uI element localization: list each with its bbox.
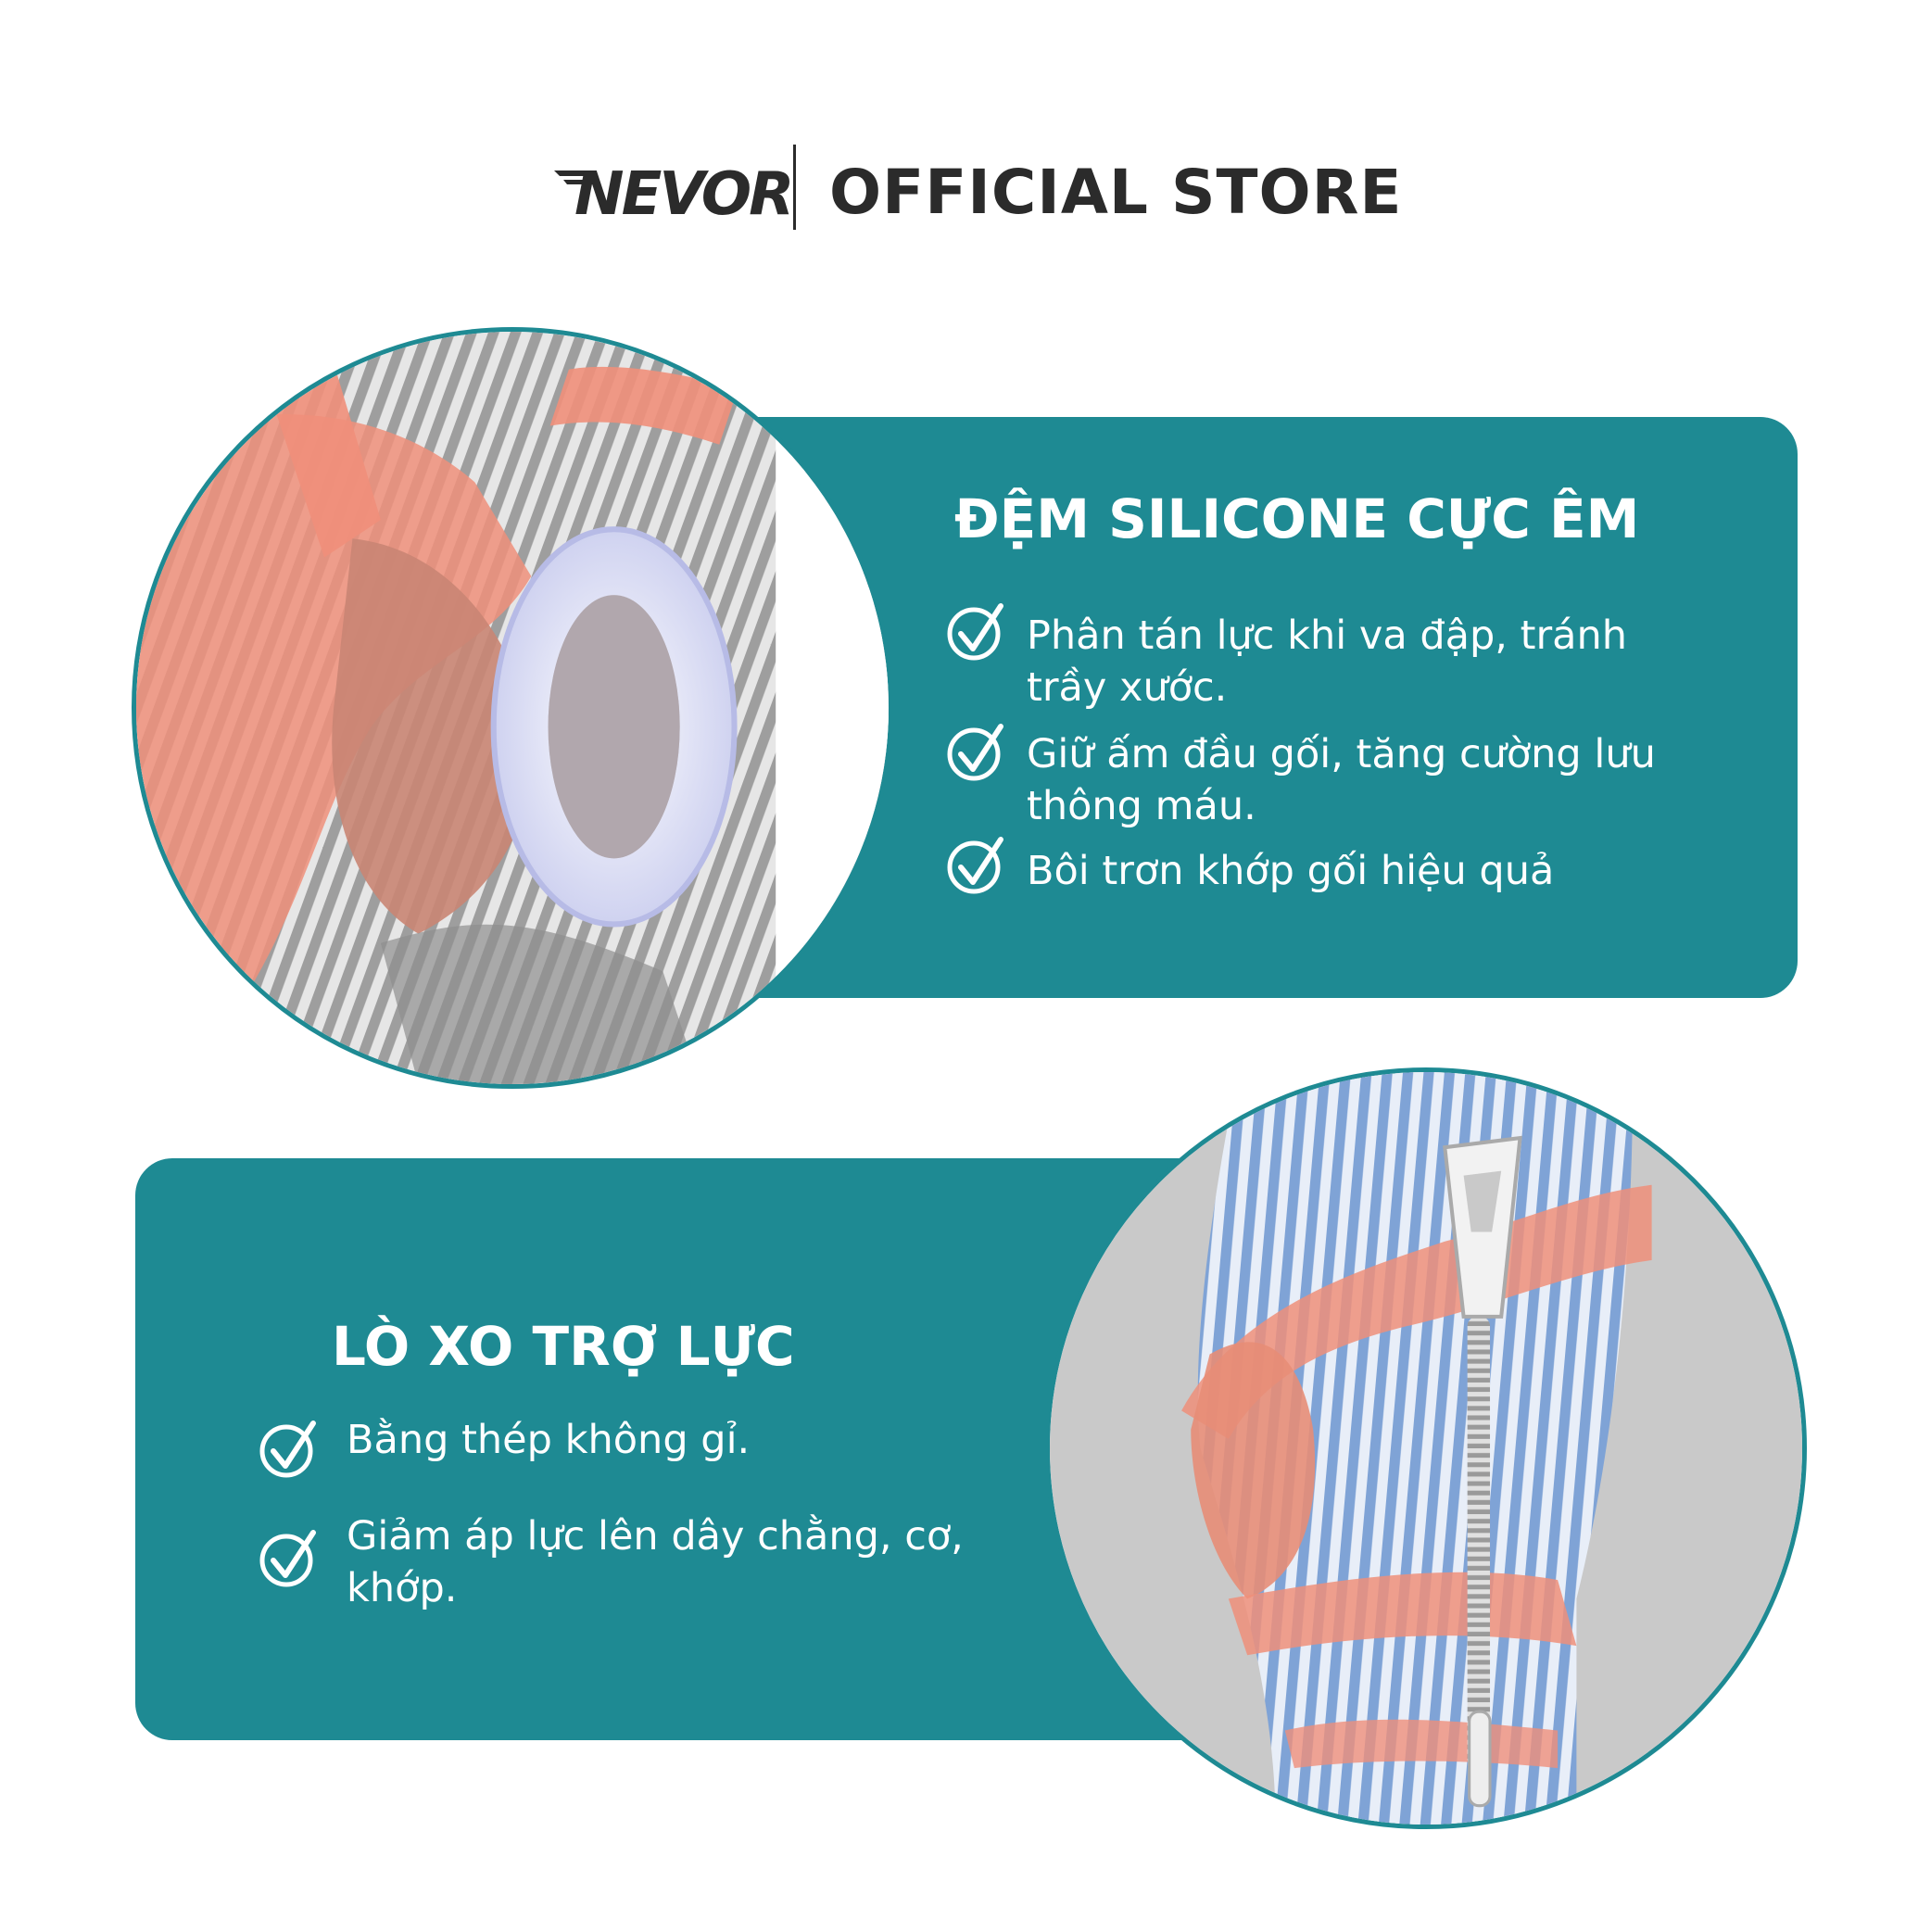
feature2-title: LÒ XO TRỢ LỰC xyxy=(332,1315,795,1378)
logo-text: NEVOR xyxy=(574,160,794,229)
check-circle-icon xyxy=(947,724,1003,781)
store-label: OFFICIAL STORE xyxy=(829,157,1403,228)
silicone-pad-image xyxy=(132,327,893,1089)
check-circle-icon xyxy=(947,837,1003,894)
feature1-item: Bôi trơn khớp gối hiệu quả xyxy=(1027,848,1555,894)
check-circle-icon xyxy=(259,1421,316,1478)
header-divider xyxy=(793,145,796,230)
spring-support-image xyxy=(1045,1067,1807,1829)
feature1-item: Phân tán lực khi va đập, tránh trầy xước… xyxy=(1027,612,1628,711)
feature1-title: ĐỆM SILICONE CỰC ÊM xyxy=(954,487,1640,550)
logo-speed-lines-icon xyxy=(554,170,599,184)
check-circle-icon xyxy=(259,1530,316,1587)
check-circle-icon xyxy=(947,603,1003,661)
feature1-item: Giữ ấm đầu gối, tăng cường lưu thông máu… xyxy=(1027,731,1656,829)
header: NEVOR OFFICIAL STORE xyxy=(0,139,1931,241)
nevor-logo[interactable]: NEVOR xyxy=(554,158,794,232)
feature2-item: Bằng thép không gỉ. xyxy=(347,1417,751,1463)
feature2-item: Giảm áp lực lên dây chằng, cơ, khớp. xyxy=(347,1513,964,1611)
